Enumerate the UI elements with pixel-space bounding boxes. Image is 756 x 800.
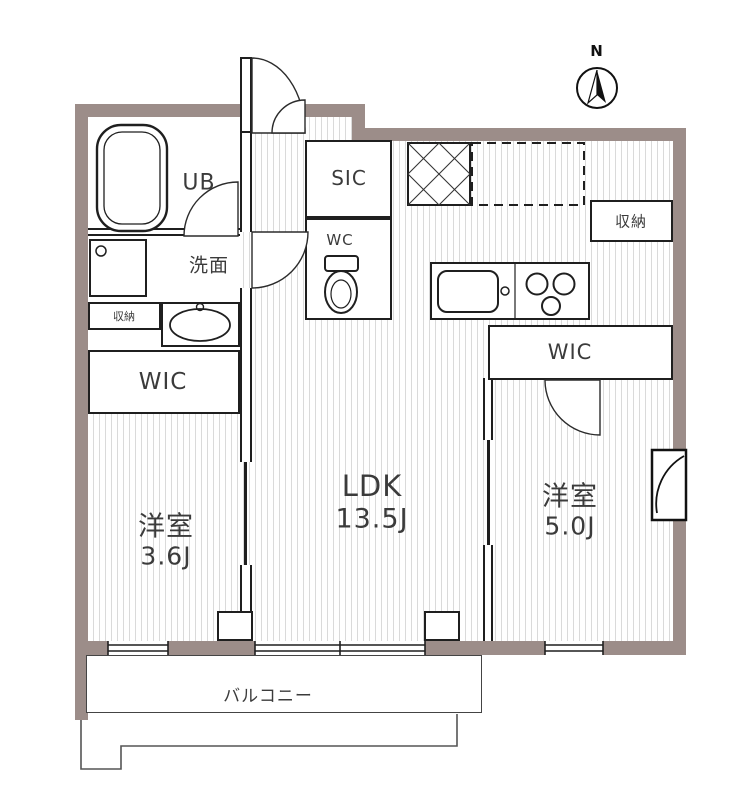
storage-small-box <box>88 302 161 330</box>
wall-top-mid <box>305 104 365 117</box>
room-ub-label: UB <box>182 170 216 196</box>
wall-left <box>75 104 88 720</box>
sliding-door-bedroom-right <box>487 440 490 545</box>
ub-zone <box>88 117 240 236</box>
wall-bedroom-right-a <box>483 378 493 440</box>
wall-bedroom-left-b <box>240 565 252 641</box>
exterior-notch <box>365 115 673 128</box>
bedroom-right-size: 5.0J <box>544 511 596 541</box>
wall-bedroom-right-b <box>483 545 493 641</box>
kitchen-counter <box>430 262 590 320</box>
storage-small-label: 収納 <box>113 310 135 323</box>
storage-right-label: 収納 <box>614 212 648 231</box>
sic-box <box>305 140 392 218</box>
wall-right <box>673 128 686 655</box>
wall-ub-washroom <box>88 228 240 236</box>
wc-label: WC <box>326 231 354 249</box>
wall-top-left <box>75 104 240 117</box>
wall-bedroom-left-a <box>240 352 252 462</box>
balcony-area <box>86 655 482 713</box>
room-washroom-label: 洗面 <box>188 254 230 277</box>
bedroom-left-label: 洋室 <box>138 511 194 543</box>
ldk-size: 13.5J <box>335 503 409 535</box>
ldk-label: LDK <box>341 469 403 503</box>
wall-top-right <box>352 128 686 141</box>
wic-right-box <box>488 325 673 380</box>
wic-left-label: WIC <box>138 369 188 395</box>
balcony-label: バルコニー <box>223 686 313 707</box>
vanity-counter <box>161 302 240 347</box>
compass-label: N <box>590 42 604 60</box>
wic-right-label: WIC <box>547 340 593 364</box>
entrance-door-jamb <box>240 57 252 133</box>
building-outline <box>80 714 458 770</box>
bedroom-left-size: 3.6J <box>140 541 192 571</box>
wall-corridor-a <box>240 117 252 232</box>
bedroom-right-label: 洋室 <box>542 481 598 513</box>
wic-left-box <box>88 350 240 414</box>
wall-corridor-b <box>240 288 252 352</box>
wall-bottom <box>75 641 686 655</box>
sic-label: SIC <box>331 166 367 190</box>
storage-right-box <box>590 200 673 242</box>
sliding-door-bedroom-left <box>244 462 247 565</box>
compass-icon <box>576 67 618 109</box>
